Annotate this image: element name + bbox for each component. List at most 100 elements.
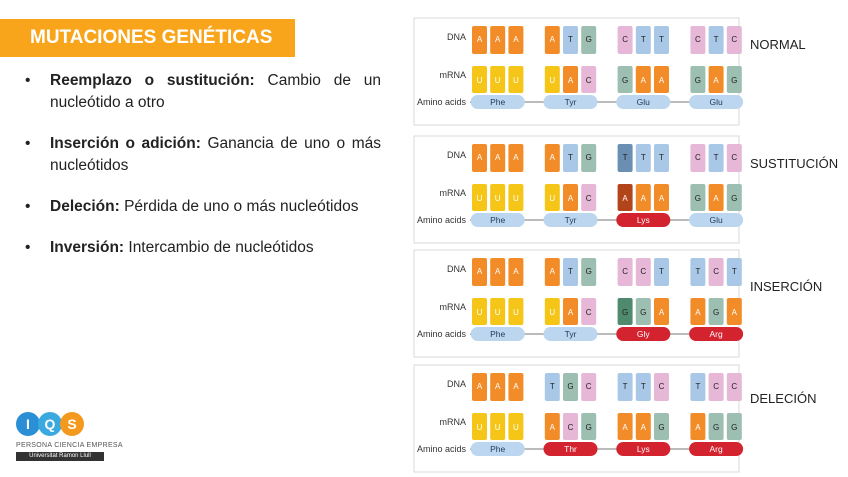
mrna-nucleotide <box>544 184 560 211</box>
bullet-dot: • <box>25 135 31 152</box>
mrna-base-letter: G <box>695 76 701 85</box>
dna-base-letter: C <box>586 382 592 391</box>
dna-nucleotide <box>690 373 706 401</box>
amino-acid-pill <box>470 213 525 227</box>
dna-nucleotide <box>690 26 706 54</box>
mrna-label: mRNA <box>440 188 467 198</box>
mrna-nucleotide <box>708 298 724 325</box>
logo-university: Universitat Ramon Llull <box>16 452 104 461</box>
mrna-label: mRNA <box>440 302 467 312</box>
mrna-nucleotide <box>472 184 487 211</box>
dna-nucleotide <box>708 258 724 286</box>
dna-base-letter: G <box>586 35 592 44</box>
amino-acid-pill <box>470 442 525 456</box>
amino-acid-pill <box>543 442 598 456</box>
dna-base-letter: A <box>477 35 483 44</box>
mrna-label: mRNA <box>440 417 467 427</box>
amino-acid-pill <box>543 327 598 341</box>
mrna-nucleotide <box>617 66 633 93</box>
dna-base-letter: C <box>731 382 737 391</box>
dna-nucleotide <box>563 373 578 401</box>
dna-base-letter: A <box>513 153 519 162</box>
dna-nucleotide <box>617 144 633 172</box>
slide-title: MUTACIONES GENÉTICAS <box>30 27 273 48</box>
dna-nucleotide <box>654 144 669 172</box>
dna-nucleotide <box>708 144 724 172</box>
mrna-nucleotide <box>726 66 742 93</box>
dna-base-letter: A <box>477 153 483 162</box>
bullet-item: •Reemplazo o sustitución: Cambio de un n… <box>25 70 381 114</box>
dna-nucleotide <box>690 258 706 286</box>
amino-acid-pill <box>689 442 744 456</box>
dna-base-letter: A <box>495 153 501 162</box>
mrna-base-letter: C <box>586 308 592 317</box>
dna-base-letter: C <box>695 153 701 162</box>
mrna-base-letter: A <box>568 308 574 317</box>
bullet-dot: • <box>25 198 31 215</box>
mrna-nucleotide <box>508 413 524 440</box>
dna-base-letter: C <box>695 35 701 44</box>
dna-base-letter: T <box>695 267 700 276</box>
dna-base-letter: C <box>622 35 628 44</box>
dna-nucleotide <box>544 373 560 401</box>
dna-nucleotide <box>726 26 742 54</box>
amino-acid-label: Thr <box>564 444 577 454</box>
mutation-type-label: SUSTITUCIÓN <box>750 156 839 171</box>
dna-nucleotide <box>581 26 597 54</box>
amino-acid-pill <box>616 442 671 456</box>
mrna-base-letter: U <box>513 308 519 317</box>
mrna-nucleotide <box>544 413 560 440</box>
bullet-text: Cambio de un nucleótido a otro <box>50 72 381 111</box>
dna-nucleotide <box>544 144 560 172</box>
mrna-nucleotide <box>544 298 560 325</box>
mrna-nucleotide <box>581 184 597 211</box>
dna-base-letter: T <box>550 382 555 391</box>
dna-base-letter: T <box>623 382 628 391</box>
dna-label: DNA <box>447 150 466 160</box>
title-bar <box>0 19 295 57</box>
dna-base-letter: A <box>550 267 556 276</box>
dna-base-letter: A <box>495 267 501 276</box>
mrna-nucleotide <box>508 298 524 325</box>
mrna-base-letter: G <box>731 423 737 432</box>
mrna-base-letter: U <box>477 76 483 85</box>
amino-acid-label: Lys <box>637 444 650 454</box>
mrna-nucleotide <box>690 298 706 325</box>
mrna-base-letter: U <box>549 194 555 203</box>
dna-base-letter: T <box>568 35 573 44</box>
mrna-base-letter: G <box>713 308 719 317</box>
mrna-base-letter: A <box>695 308 701 317</box>
mrna-nucleotide <box>726 413 742 440</box>
dna-nucleotide <box>563 144 578 172</box>
mrna-base-letter: A <box>622 423 628 432</box>
dna-base-letter: A <box>477 382 483 391</box>
mrna-base-letter: A <box>659 194 665 203</box>
dna-base-letter: A <box>513 35 519 44</box>
amino-acid-pill <box>616 327 671 341</box>
mrna-base-letter: A <box>622 194 628 203</box>
mrna-base-letter: U <box>549 308 555 317</box>
bullet-term: Deleción: <box>50 198 120 215</box>
dna-nucleotide <box>472 26 487 54</box>
amino-acid-label: Lys <box>637 215 650 225</box>
mrna-nucleotide <box>472 298 487 325</box>
bullet-term: Inversión: <box>50 239 125 256</box>
mrna-base-letter: A <box>695 423 701 432</box>
mrna-nucleotide <box>654 184 669 211</box>
mrna-nucleotide <box>708 184 724 211</box>
mrna-nucleotide <box>617 184 633 211</box>
dna-nucleotide <box>508 26 524 54</box>
mrna-base-letter: G <box>640 308 646 317</box>
dna-base-letter: G <box>586 267 592 276</box>
mrna-base-letter: U <box>513 76 519 85</box>
amino-acid-label: Tyr <box>565 329 577 339</box>
mrna-base-letter: U <box>513 423 519 432</box>
mrna-base-letter: U <box>495 76 501 85</box>
dna-base-letter: G <box>567 382 573 391</box>
amino-acid-label: Arg <box>709 444 723 454</box>
dna-nucleotide <box>617 26 633 54</box>
amino-acid-label: Phe <box>490 97 505 107</box>
